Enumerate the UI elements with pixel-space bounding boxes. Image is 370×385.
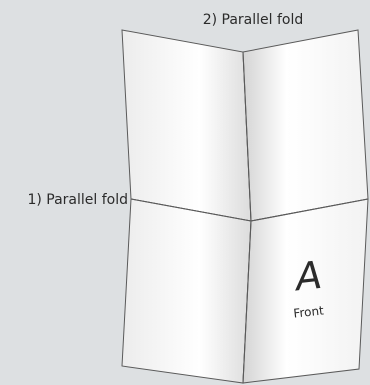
panel-top-right (242, 29, 369, 222)
fold-line-2 (242, 51, 252, 384)
panel-top-left (121, 29, 252, 222)
fold-label-top: 2) Parallel fold (203, 12, 304, 28)
panel-caption: Front (293, 303, 325, 320)
fold-label-left: 1) Parallel fold (27, 192, 128, 208)
panel-bottom-left (121, 198, 252, 384)
